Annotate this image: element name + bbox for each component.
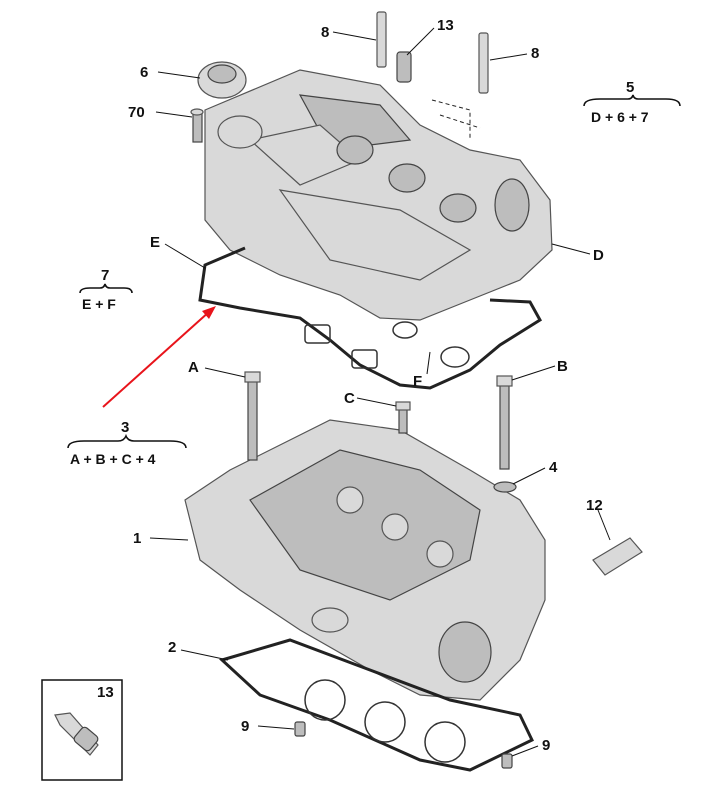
callout-f: F [413,373,422,390]
callout-e: E [150,234,160,251]
sensor-12 [592,537,643,576]
callout-7: 7 [101,267,109,284]
cylinder-head-cover [204,69,553,321]
callout-9-right: 9 [542,737,550,754]
callout-9-left: 9 [241,718,249,735]
injector-right [478,32,489,94]
red-arrow [102,306,216,408]
brace-3 [67,433,187,449]
callout-13: 13 [437,17,454,34]
callout-2: 2 [168,639,176,656]
callout-6: 6 [140,64,148,81]
head-gasket [219,638,534,772]
washer-4 [493,481,517,493]
formula-7: E + F [82,296,116,312]
sensor-13 [396,51,412,83]
callout-d: D [593,247,604,264]
brace-7 [79,283,133,294]
callout-12: 12 [586,497,603,514]
dashed-guide [431,99,481,140]
cylinder-head [184,419,546,701]
callout-b: B [557,358,568,375]
callout-3: 3 [121,419,129,436]
leader-lines [149,27,611,757]
dowel-9-right [501,753,513,769]
injector-left [376,11,387,68]
stud-70 [190,108,204,143]
callout-70: 70 [128,104,145,121]
brace-5 [583,94,681,107]
callout-4: 4 [549,459,558,476]
bolt-b [496,375,513,470]
callout-a: A [188,359,199,376]
inset-callout-13: 13 [97,684,114,701]
callout-c: C [344,390,355,407]
bolt-c [395,401,411,434]
formula-5: D + 6 + 7 [591,109,649,125]
oil-filler-cap [197,61,247,99]
callout-8-left: 8 [321,24,329,41]
callout-1: 1 [133,530,141,547]
formula-3: A + B + C + 4 [70,451,156,467]
cover-gasket [198,246,543,390]
callout-5: 5 [626,79,634,96]
bolt-a [244,371,261,461]
dowel-9-left [294,721,306,737]
callout-8-right: 8 [531,45,539,62]
inset-box [41,679,123,781]
